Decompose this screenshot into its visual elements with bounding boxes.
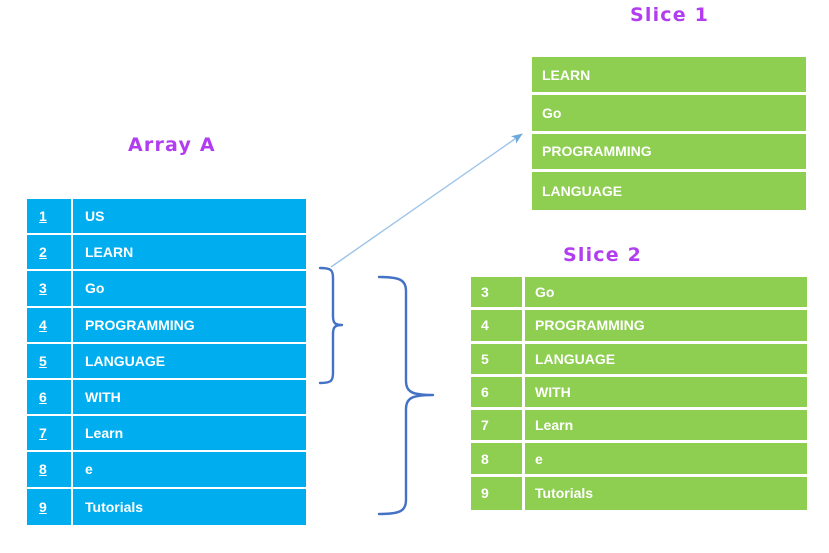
table-row: 4 PROGRAMMING bbox=[471, 310, 807, 344]
table-row: 4 PROGRAMMING bbox=[27, 307, 306, 344]
slice-1-value-cell: Go bbox=[532, 95, 806, 134]
array-a-value-cell: Tutorials bbox=[73, 488, 306, 525]
table-row: 6 WITH bbox=[471, 376, 807, 411]
slice-2-table: 3 Go 4 PROGRAMMING 5 LANGUAGE 6 WITH 7 L… bbox=[471, 277, 807, 511]
table-row: LANGUAGE bbox=[532, 171, 806, 211]
table-row: 3 Go bbox=[27, 271, 306, 308]
array-a-index-label: 5 bbox=[39, 352, 47, 369]
array-a-index-cell: 2 bbox=[27, 235, 73, 272]
array-a-index-label: 7 bbox=[39, 425, 47, 442]
slice-2-value-cell: Tutorials bbox=[525, 476, 807, 511]
slice-1-table: LEARN Go PROGRAMMING LANGUAGE bbox=[532, 57, 806, 211]
slice-1-value-cell: LANGUAGE bbox=[532, 171, 806, 211]
table-row: PROGRAMMING bbox=[532, 133, 806, 172]
array-a-index-label: 6 bbox=[39, 389, 47, 406]
array-a-value-cell: US bbox=[73, 199, 306, 236]
slice-2-index-cell: 5 bbox=[471, 343, 525, 377]
table-row: 9 Tutorials bbox=[27, 488, 306, 525]
array-a-value-cell: WITH bbox=[73, 379, 306, 417]
table-row: 8 e bbox=[27, 452, 306, 489]
slice-2-index-cell: 7 bbox=[471, 410, 525, 444]
brace-slice-1 bbox=[318, 266, 344, 385]
slice-2-value-cell: e bbox=[525, 443, 807, 477]
slice-2-value-cell: WITH bbox=[525, 376, 807, 411]
slice-2-value-cell: PROGRAMMING bbox=[525, 310, 807, 344]
array-a-value-cell: LANGUAGE bbox=[73, 343, 306, 380]
slice-2-index-cell: 9 bbox=[471, 476, 525, 511]
array-a-value-cell: e bbox=[73, 452, 306, 489]
slice-1-title: Slice 1 bbox=[630, 4, 710, 26]
array-a-index-label: 9 bbox=[39, 498, 47, 515]
table-row: 8 e bbox=[471, 443, 807, 477]
array-a-index-label: 2 bbox=[39, 244, 47, 261]
array-a-table: 1 US 2 LEARN 3 Go 4 PROGRAMMING 5 LANGUA… bbox=[27, 199, 306, 525]
array-a-index-label: 3 bbox=[39, 280, 47, 297]
slice-2-title: Slice 2 bbox=[563, 244, 643, 266]
slice-2-value-cell: LANGUAGE bbox=[525, 343, 807, 377]
slice-1-value-cell: LEARN bbox=[532, 57, 806, 96]
array-a-index-cell: 6 bbox=[27, 379, 73, 417]
table-row: 3 Go bbox=[471, 277, 807, 311]
array-a-index-cell: 8 bbox=[27, 452, 73, 489]
table-row: 6 WITH bbox=[27, 379, 306, 417]
table-row: Go bbox=[532, 95, 806, 134]
table-row: 5 LANGUAGE bbox=[471, 343, 807, 377]
array-a-index-cell: 5 bbox=[27, 343, 73, 380]
table-row: 2 LEARN bbox=[27, 235, 306, 272]
array-a-index-cell: 1 bbox=[27, 199, 73, 236]
table-row: 7 Learn bbox=[471, 410, 807, 444]
array-a-title: Array A bbox=[128, 134, 216, 156]
table-row: 5 LANGUAGE bbox=[27, 343, 306, 380]
array-a-index-label: 1 bbox=[39, 208, 47, 225]
table-row: 7 Learn bbox=[27, 416, 306, 453]
slice-2-value-cell: Go bbox=[525, 277, 807, 311]
array-a-index-cell: 7 bbox=[27, 416, 73, 453]
table-row: 9 Tutorials bbox=[471, 476, 807, 511]
table-row: LEARN bbox=[532, 57, 806, 96]
slice-1-value-cell: PROGRAMMING bbox=[532, 133, 806, 172]
array-a-index-label: 4 bbox=[39, 316, 47, 333]
array-a-value-cell: LEARN bbox=[73, 235, 306, 272]
array-a-index-cell: 4 bbox=[27, 307, 73, 344]
brace-slice-2 bbox=[377, 275, 435, 516]
slice-2-index-cell: 8 bbox=[471, 443, 525, 477]
array-a-value-cell: Learn bbox=[73, 416, 306, 453]
slice-2-index-cell: 6 bbox=[471, 376, 525, 411]
array-a-value-cell: PROGRAMMING bbox=[73, 307, 306, 344]
slice-2-value-cell: Learn bbox=[525, 410, 807, 444]
array-a-index-cell: 9 bbox=[27, 488, 73, 525]
slice-2-index-cell: 3 bbox=[471, 277, 525, 311]
array-a-index-label: 8 bbox=[39, 461, 47, 478]
array-a-value-cell: Go bbox=[73, 271, 306, 308]
array-a-index-cell: 3 bbox=[27, 271, 73, 308]
slice-2-index-cell: 4 bbox=[471, 310, 525, 344]
table-row: 1 US bbox=[27, 199, 306, 236]
arrow-to-slice-1 bbox=[330, 133, 523, 268]
